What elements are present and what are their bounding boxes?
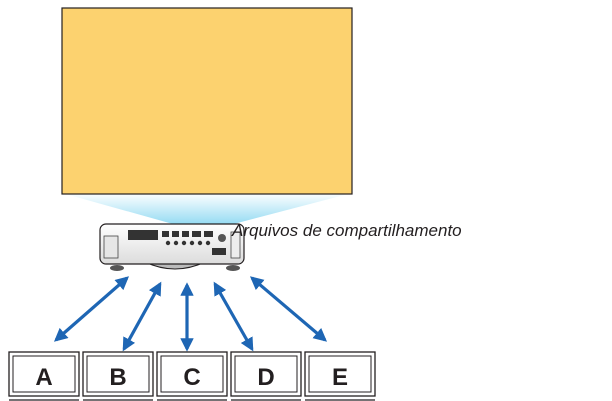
monitor-icon: D bbox=[230, 351, 302, 401]
client-label-c: C bbox=[183, 364, 200, 391]
monitor-icon: A bbox=[8, 351, 80, 401]
double-headed-arrow-icon bbox=[122, 281, 162, 352]
light-beam bbox=[62, 193, 352, 226]
projector-icon bbox=[99, 223, 245, 271]
double-headed-arrow-icon bbox=[53, 276, 130, 342]
monitor-row: A B C D E bbox=[8, 351, 376, 401]
client-label-a: A bbox=[35, 364, 52, 391]
caption: Arquivos de compartilhamento bbox=[232, 221, 462, 240]
client-label-e: E bbox=[332, 364, 348, 391]
double-headed-arrow-icon bbox=[213, 281, 254, 352]
monitor-icon: B bbox=[82, 351, 154, 401]
arrow-group bbox=[53, 276, 328, 352]
projection-screen bbox=[61, 7, 353, 195]
double-headed-arrow-icon bbox=[249, 276, 328, 342]
monitor-icon: E bbox=[304, 351, 376, 401]
monitor-icon: C bbox=[156, 351, 228, 401]
client-label-b: B bbox=[109, 364, 126, 391]
client-label-d: D bbox=[257, 364, 274, 391]
